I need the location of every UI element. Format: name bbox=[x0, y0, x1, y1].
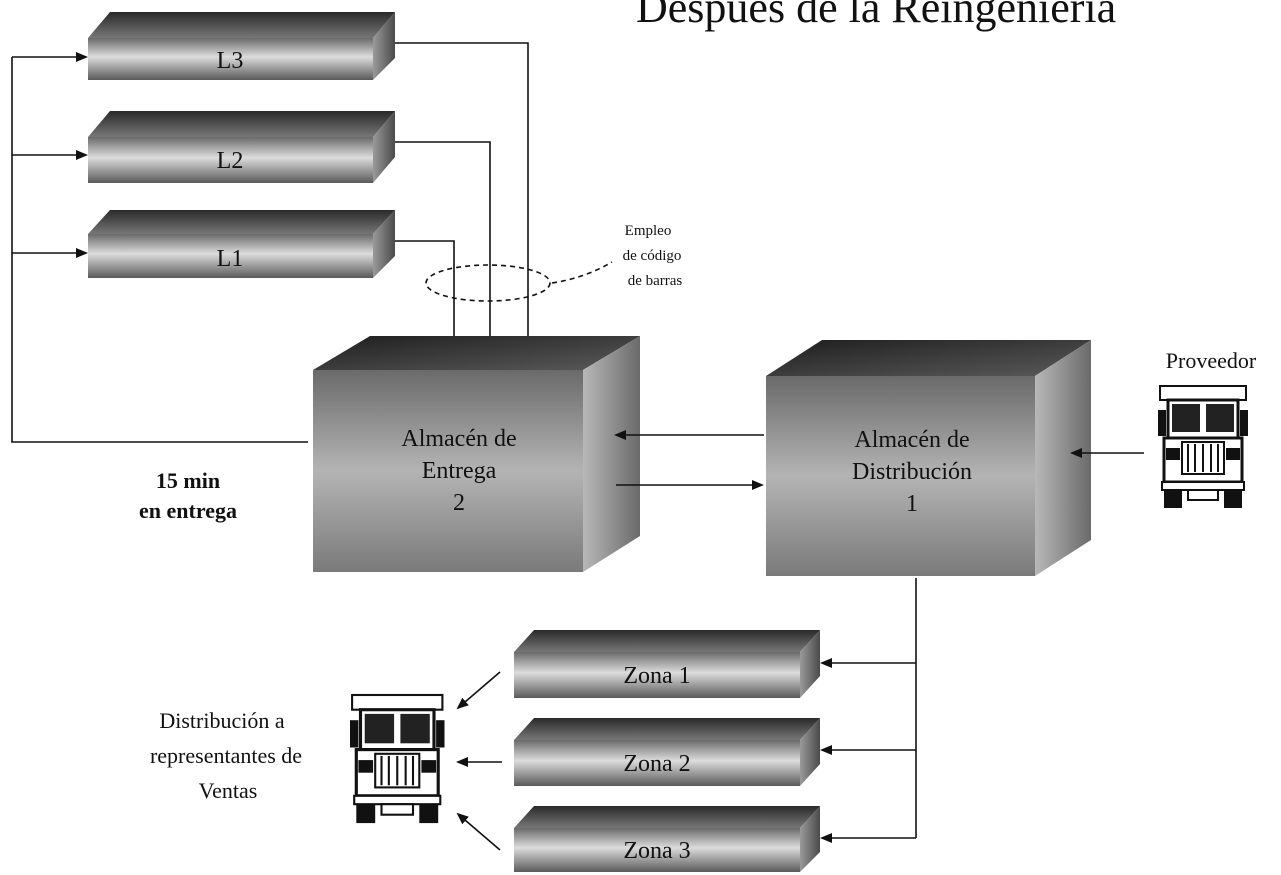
truck-icon bbox=[1156, 384, 1250, 510]
zona-connectors bbox=[820, 578, 917, 843]
almacen-entrega-line-2: Entrega bbox=[422, 458, 497, 484]
barcode-note: Empleo de código de barras bbox=[425, 223, 683, 302]
line-label-l2: L2 bbox=[217, 148, 244, 174]
zona-label-3: Zona 3 bbox=[623, 838, 690, 864]
truck-icon bbox=[348, 693, 447, 825]
line-connectors bbox=[395, 42, 533, 364]
distribucion-label: Distribución a representantes de Ventas bbox=[150, 708, 302, 803]
distribucion-line-2: representantes de bbox=[150, 743, 302, 768]
almacen-distribucion-box: Almacén de Distribución 1 bbox=[766, 340, 1091, 576]
zona-label-1: Zona 1 bbox=[623, 663, 690, 689]
almacen-entrega-line-3: 2 bbox=[453, 490, 465, 516]
diagram-title: Después de la Reingeniería bbox=[636, 0, 1116, 32]
barcode-note-line-3: de barras bbox=[628, 273, 683, 289]
distribucion-line-3: Ventas bbox=[199, 778, 258, 803]
line-label-l1: L1 bbox=[217, 246, 244, 272]
almacen-distribucion-line-3: 1 bbox=[906, 491, 918, 517]
feedback-loop bbox=[11, 52, 308, 443]
distribucion-line-1: Distribución a bbox=[159, 708, 284, 733]
proveedor-label: Proveedor bbox=[1166, 348, 1257, 373]
line-slab-l1: L1 bbox=[88, 210, 395, 278]
zona-to-truck-arrows bbox=[456, 671, 502, 851]
barcode-note-line-2: de código bbox=[623, 248, 682, 264]
almacen-entrega-line-1: Almacén de bbox=[401, 426, 516, 452]
tiempo-entrega-line-2: en entrega bbox=[139, 498, 237, 523]
zona-slab-2: Zona 2 bbox=[514, 718, 820, 786]
zona-label-2: Zona 2 bbox=[623, 751, 690, 777]
line-slab-l2: L2 bbox=[88, 111, 395, 183]
warehouse-arrows bbox=[614, 430, 764, 490]
tiempo-entrega-line-1: 15 min bbox=[156, 468, 220, 493]
line-slab-l3: L3 bbox=[88, 12, 395, 80]
almacen-distribucion-line-1: Almacén de bbox=[854, 427, 969, 453]
line-label-l3: L3 bbox=[217, 48, 244, 74]
zona-slab-1: Zona 1 bbox=[514, 630, 820, 698]
almacen-entrega-box: Almacén de Entrega 2 bbox=[313, 336, 640, 572]
zona-slab-3: Zona 3 bbox=[514, 806, 820, 872]
tiempo-entrega-label: 15 min en entrega bbox=[139, 468, 237, 523]
barcode-note-line-1: Empleo bbox=[625, 223, 672, 239]
almacen-distribucion-line-2: Distribución bbox=[852, 459, 972, 485]
